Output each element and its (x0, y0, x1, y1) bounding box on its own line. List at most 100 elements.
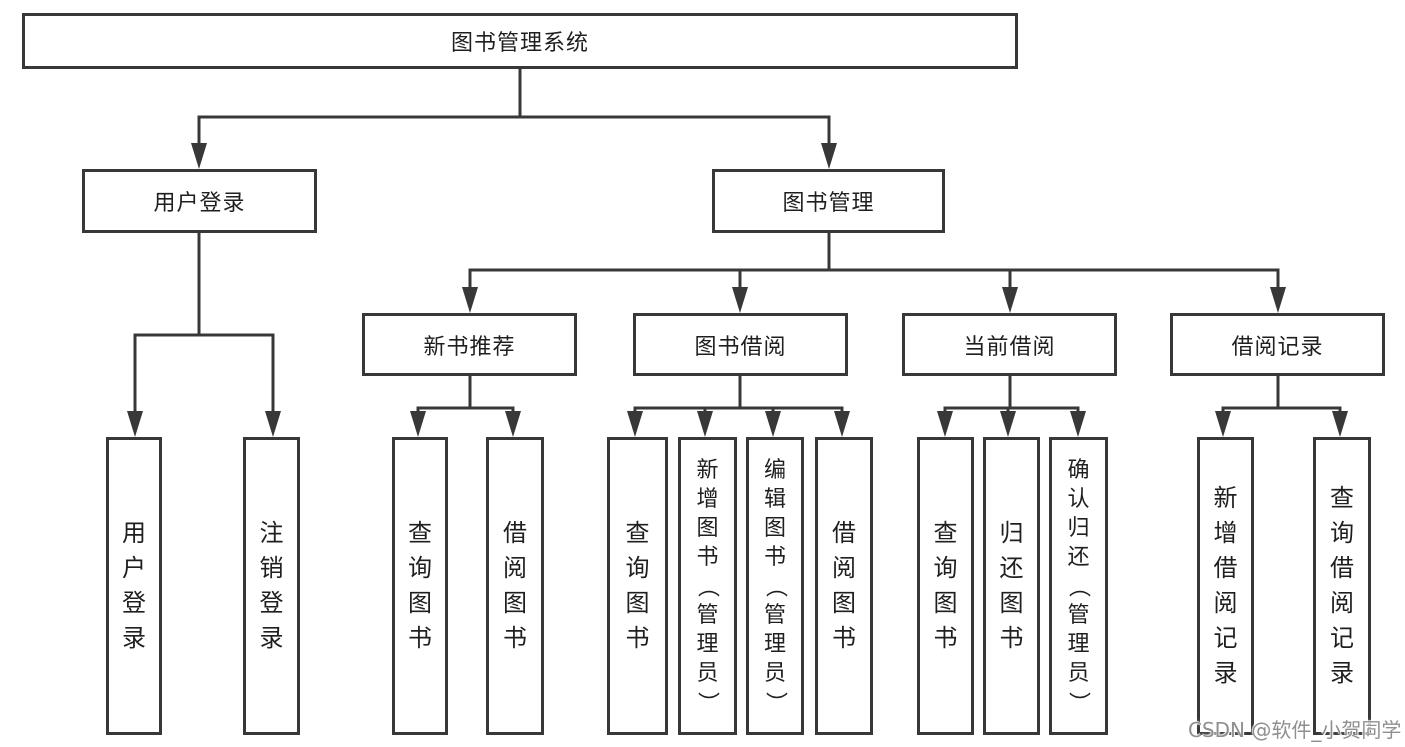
arrowhead-icon (127, 411, 143, 437)
vchar: 借 (503, 519, 527, 547)
vchar: 登 (259, 589, 284, 617)
vchar: 查 (1330, 484, 1354, 512)
leaf-user-login: 用户登录 (106, 437, 162, 735)
vchar: ） (762, 690, 788, 714)
leaf-borrow-books-borrowing: 借阅图书 (815, 437, 873, 735)
arrowhead-icon (410, 411, 426, 437)
vchar: 询 (1330, 519, 1354, 547)
vchar: 书 (625, 624, 650, 652)
vchar: 阅 (503, 554, 527, 582)
vchar: 录 (1213, 659, 1238, 687)
vchar: 注 (259, 519, 284, 547)
vchar: ） (1065, 690, 1091, 714)
vchar: （ (694, 574, 720, 598)
arrowhead-icon (1332, 411, 1348, 437)
node-label: 新增图书（管理员） (681, 440, 734, 732)
arrowhead-icon (505, 411, 521, 437)
vchar: 询 (408, 554, 432, 582)
leaf-query-borrow-record: 查询借阅记录 (1313, 437, 1371, 735)
vchar: 图 (832, 589, 856, 617)
vchar: 辑 (763, 486, 786, 512)
vchar: 图 (625, 589, 650, 617)
vchar: 查 (625, 519, 650, 547)
vchar: 销 (259, 554, 284, 582)
vchar: 询 (625, 554, 650, 582)
vchar: 查 (408, 519, 432, 547)
vchar: 查 (933, 519, 958, 547)
arrowhead-icon (821, 143, 837, 169)
node-label: 当前借阅 (963, 334, 1056, 360)
leaf-add-book-admin: 新增图书（管理员） (678, 437, 737, 735)
vchar: ） (694, 690, 720, 714)
watermark: CSDN @软件_小贺同学 (1188, 718, 1402, 742)
vchar: 书 (696, 544, 719, 570)
node-label: 用户登录 (153, 191, 246, 216)
arrowhead-icon (937, 411, 953, 437)
node-label: 图书管理系统 (450, 31, 589, 56)
node-book-borrowing: 图书借阅 (633, 313, 848, 376)
arrowhead-icon (462, 287, 478, 313)
vchar: 归 (999, 519, 1024, 547)
vchar: 编 (763, 457, 786, 483)
vchar: 还 (1067, 544, 1090, 570)
leaf-query-books-current: 查询图书 (917, 437, 974, 735)
vchar: 图 (999, 589, 1024, 617)
node-label: 确认归还（管理员） (1052, 440, 1105, 732)
vchar: 理 (696, 631, 719, 657)
vchar: 图 (408, 589, 432, 617)
vchar: 认 (1067, 486, 1090, 512)
node-label: 查询借阅记录 (1316, 440, 1368, 732)
vchar: 增 (1213, 519, 1238, 547)
vchar: 借 (1330, 554, 1354, 582)
vchar: 阅 (832, 554, 856, 582)
node-label: 查询图书 (395, 440, 445, 732)
vchar: 户 (122, 554, 146, 582)
vchar: 管 (1067, 602, 1090, 628)
node-label: 新书推荐 (423, 334, 516, 360)
leaf-confirm-return-admin: 确认归还（管理员） (1049, 437, 1108, 735)
arrowhead-icon (1215, 411, 1231, 437)
vchar: 登 (122, 589, 146, 617)
leaf-borrow-books-recommend: 借阅图书 (486, 437, 544, 735)
leaf-add-borrow-record: 新增借阅记录 (1197, 437, 1254, 735)
vchar: 书 (832, 624, 856, 652)
vchar: 图 (503, 589, 527, 617)
node-label: 新增借阅记录 (1200, 440, 1251, 732)
vchar: 书 (503, 624, 527, 652)
vchar: 还 (999, 554, 1024, 582)
leaf-query-books-recommend: 查询图书 (392, 437, 448, 735)
node-label: 编辑图书（管理员） (749, 440, 801, 732)
arrowhead-icon (834, 411, 850, 437)
node-label: 借阅图书 (818, 440, 870, 732)
vchar: 员 (696, 660, 719, 686)
arrowhead-icon (1002, 287, 1018, 313)
arrowhead-icon (627, 411, 643, 437)
arrowhead-icon (1000, 411, 1016, 437)
vchar: 图 (763, 515, 786, 541)
vchar: 借 (1213, 554, 1238, 582)
arrowhead-icon (732, 287, 748, 313)
arrowhead-icon (1270, 287, 1286, 313)
node-label: 注销登录 (246, 440, 297, 732)
arrowhead-icon (697, 411, 713, 437)
node-label: 查询图书 (920, 440, 971, 732)
node-label: 图书借阅 (694, 334, 787, 360)
vchar: 录 (122, 624, 146, 652)
vchar: 管 (763, 602, 786, 628)
node-user-login: 用户登录 (82, 169, 317, 233)
vchar: 录 (259, 624, 284, 652)
leaf-return-book: 归还图书 (983, 437, 1040, 735)
vchar: （ (1065, 574, 1091, 598)
leaf-query-books-borrowing: 查询图书 (607, 437, 668, 735)
node-label: 用户登录 (109, 440, 159, 732)
vchar: 新 (1213, 484, 1238, 512)
vchar: 书 (763, 544, 786, 570)
vchar: 员 (763, 660, 786, 686)
vchar: 员 (1067, 660, 1090, 686)
vchar: 借 (832, 519, 856, 547)
vchar: 阅 (1330, 589, 1354, 617)
node-book-management: 图书管理 (712, 169, 945, 233)
vchar: 记 (1213, 624, 1238, 652)
arrowhead-icon (265, 411, 281, 437)
